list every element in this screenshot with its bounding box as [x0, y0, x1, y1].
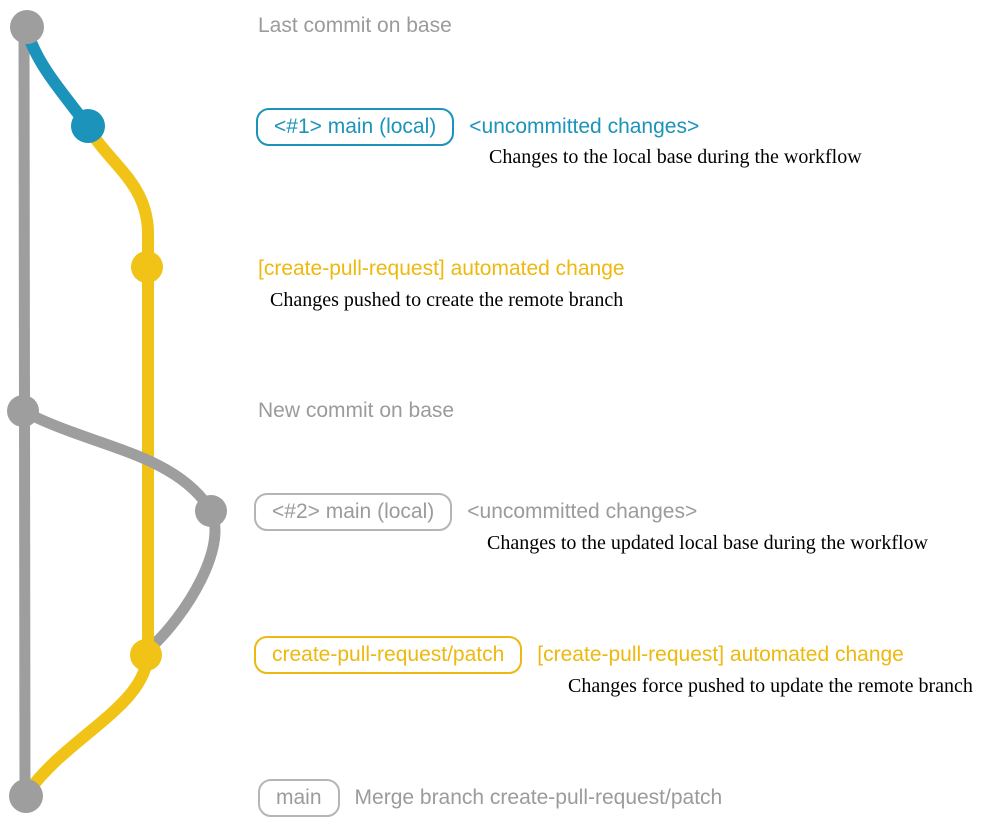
automated-change-1-description: Changes pushed to create the remote bran…: [270, 289, 624, 311]
commit-dot-automated-change-1: [131, 251, 163, 283]
commit-dot-new-base: [7, 395, 39, 427]
branch-pill-main: main: [258, 779, 340, 817]
remote-branch-line: [22, 121, 154, 798]
commit-dot-local-main-1: [71, 109, 105, 143]
branch-pill-local-main-1: <#1> main (local): [256, 108, 455, 146]
automated-change-2-description: Changes force pushed to update the remot…: [568, 675, 973, 697]
merge-commit-heading: Merge branch create-pull-request/patch: [354, 786, 723, 809]
merge-commit-row: main Merge branch create-pull-request/pa…: [258, 779, 722, 817]
commit-dot-last-base: [10, 10, 44, 44]
local-main-2-heading: <uncommitted changes>: [467, 500, 698, 523]
new-commit-label: New commit on base: [258, 399, 455, 422]
local-main-branch-line: [21, 25, 93, 131]
local-main-1-row: <#1> main (local) <uncommitted changes>: [256, 108, 699, 146]
commit-dot-automated-change-2: [130, 639, 162, 671]
branch-pill-patch: create-pull-request/patch: [254, 636, 523, 674]
local-main-1-heading: <uncommitted changes>: [469, 115, 700, 138]
updated-local-branch-line: [17, 405, 221, 657]
automated-change-1-heading: [create-pull-request] automated change: [258, 257, 625, 280]
automated-change-1-row: [create-pull-request] automated change: [258, 257, 625, 281]
last-commit-label: Last commit on base: [258, 14, 452, 37]
commit-dot-merge: [9, 779, 43, 813]
automated-change-2-row: create-pull-request/patch [create-pull-r…: [254, 636, 904, 674]
automated-change-2-heading: [create-pull-request] automated change: [537, 643, 904, 666]
local-main-2-row: <#2> main (local) <uncommitted changes>: [254, 493, 697, 531]
commit-dot-local-main-2: [195, 495, 227, 527]
local-main-1-description: Changes to the local base during the wor…: [489, 146, 862, 168]
local-main-2-description: Changes to the updated local base during…: [487, 532, 928, 554]
branch-pill-local-main-2: <#2> main (local): [254, 493, 453, 531]
commit-graph: [7, 10, 227, 813]
